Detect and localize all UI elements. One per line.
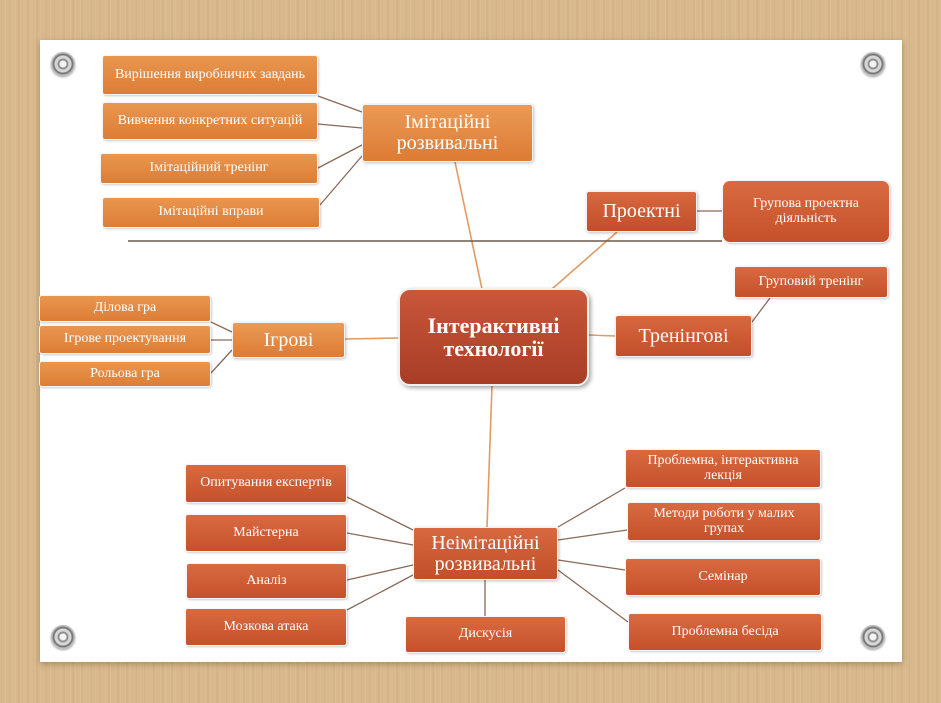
- leaf-nonimitation-item: Проблемна, інтерактивна лекція: [625, 449, 821, 488]
- leaf-nonimitation-item: Майстерна: [185, 514, 347, 552]
- leaf-nonimitation-item: Дискусія: [405, 616, 566, 653]
- connector-line: [751, 297, 771, 323]
- connector-line: [346, 564, 414, 581]
- leaf-nonimitation-item: Методи роботи у малих групах: [627, 502, 821, 541]
- leaf-project-item: Групова проектна діяльність: [722, 180, 890, 243]
- leaf-imitation-item: Вирішення виробничих завдань: [102, 55, 318, 95]
- leaf-nonimitation-item: Проблемна бесіда: [628, 613, 822, 651]
- leaf-nonimitation-item: Аналіз: [186, 563, 347, 599]
- leaf-training-item: Груповий тренінг: [734, 266, 888, 298]
- leaf-nonimitation-item: Семінар: [625, 558, 821, 596]
- connector-line: [317, 144, 363, 169]
- connector-line: [588, 334, 616, 337]
- connector-line: [346, 574, 414, 611]
- connector-line: [557, 569, 629, 623]
- leaf-imitation-item: Імітаційні вправи: [102, 197, 320, 228]
- connector-line: [346, 496, 414, 531]
- connector-line: [486, 385, 493, 528]
- connector-line: [346, 532, 414, 546]
- branch-games: Ігрові: [232, 322, 345, 358]
- pushpin-icon: [51, 625, 75, 649]
- leaf-nonimitation-item: Мозкова атака: [185, 608, 347, 646]
- pushpin-icon: [861, 52, 885, 76]
- connector-line: [557, 559, 626, 571]
- connector-line: [317, 95, 363, 113]
- branch-training: Тренінгові: [615, 315, 752, 357]
- center-node: Інтерактивні технології: [398, 288, 589, 386]
- connector-line: [319, 155, 363, 206]
- leaf-game-item: Рольова гра: [39, 361, 211, 387]
- connector-line: [317, 123, 363, 129]
- leaf-imitation-item: Імітаційний тренінг: [100, 153, 318, 184]
- connector-line: [210, 349, 233, 374]
- leaf-game-item: Ділова гра: [39, 295, 211, 322]
- connector-line: [557, 529, 628, 541]
- leaf-game-item: Ігрове проектування: [39, 325, 211, 354]
- leaf-imitation-item: Вивчення конкретних ситуацій: [102, 102, 318, 140]
- branch-nonimitation: Неімітаційні розвивальні: [413, 527, 558, 580]
- pushpin-icon: [861, 625, 885, 649]
- branch-imitation: Імітаційні розвивальні: [362, 104, 533, 162]
- leaf-nonimitation-item: Опитування експертів: [185, 464, 347, 503]
- pushpin-icon: [51, 52, 75, 76]
- branch-project: Проектні: [586, 191, 697, 232]
- connector-line: [557, 487, 626, 528]
- connector-line: [210, 321, 233, 333]
- connector-line: [454, 161, 483, 290]
- connector-line: [344, 337, 400, 340]
